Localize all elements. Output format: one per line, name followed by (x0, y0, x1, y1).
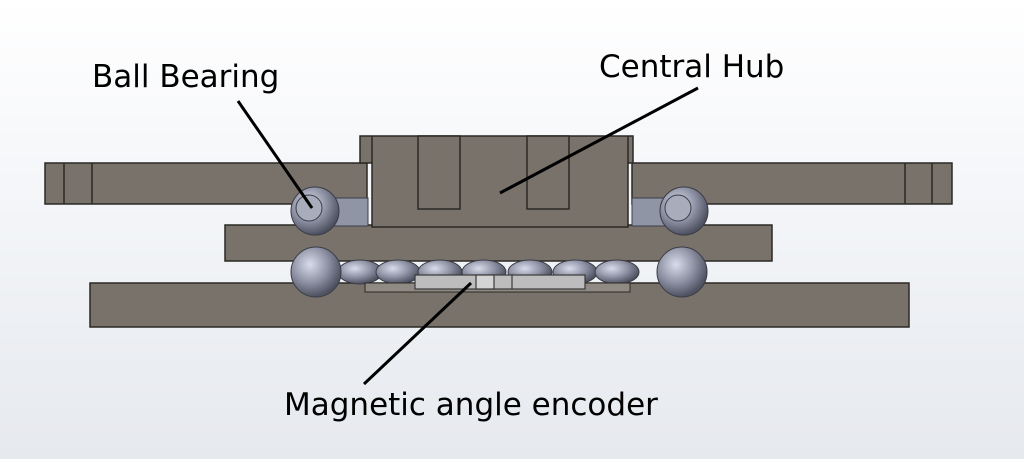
leader-lines (236, 86, 699, 386)
central-hub-leader (499, 86, 699, 195)
ball-bearing-label: Ball Bearing (92, 59, 280, 95)
bearing-ball (594, 259, 640, 285)
top-plate (44, 162, 953, 205)
central-hub-bore (417, 135, 461, 210)
bearing-ball-highlight (295, 194, 323, 222)
ball-bearing-leader (236, 100, 314, 209)
encoder-board (414, 274, 586, 290)
central-hub-label: Central Hub (599, 49, 785, 85)
bearing-ball (337, 259, 383, 285)
bearing-ball-lower-left (290, 246, 342, 298)
bearing-ball (375, 259, 421, 285)
bearing-ball-lower-right (656, 246, 708, 298)
central-hub-body (359, 135, 634, 228)
encoder-chip (475, 274, 495, 290)
upper-bearing-balls (290, 186, 709, 236)
central-hub (359, 135, 634, 228)
magnetic-encoder (414, 274, 586, 290)
central-hub-bore (526, 135, 570, 210)
lower-bearing-balls (290, 246, 708, 298)
magnetic-encoder-label: Magnetic angle encoder (284, 387, 658, 423)
encoder-leader (362, 281, 473, 386)
bearing-ball-highlight (664, 194, 692, 222)
